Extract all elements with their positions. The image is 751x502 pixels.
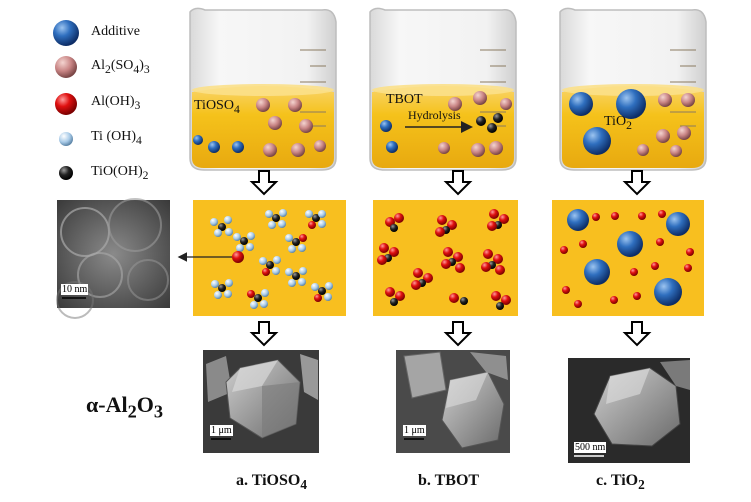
- down-arrow-icon: [249, 170, 652, 196]
- sem-image-c: [568, 358, 690, 463]
- sem-scale-a: 1 μm: [210, 425, 233, 436]
- caption-a: a. TiOSO4: [236, 472, 307, 493]
- down-arrow-icon: [249, 321, 652, 347]
- caption-b: b. TBOT: [418, 472, 480, 489]
- sem-image-a: [203, 350, 319, 453]
- beaker-a-label: TiOSO4: [194, 98, 240, 116]
- tem-image: [56, 198, 170, 319]
- legend-aloh3-label: Al(OH)3: [91, 94, 141, 112]
- legend-additive-sphere: [53, 20, 79, 46]
- legend-al2so43-sphere: [55, 56, 77, 78]
- legend-tioh4-label: Ti (OH)4: [91, 129, 142, 147]
- legend-tiooh2-sphere: [59, 166, 73, 180]
- legend-additive-label: Additive: [91, 24, 140, 39]
- beaker-c-label: TiO2: [604, 114, 632, 132]
- sem-scale-c: 500 nm: [574, 442, 607, 453]
- beaker-b: [369, 7, 517, 171]
- sem-image-b: [396, 350, 510, 453]
- sem-scale-b: 1 μm: [403, 425, 426, 436]
- beaker-a: [189, 7, 337, 171]
- beaker-c: [559, 7, 707, 171]
- caption-c: c. TiO2: [596, 472, 645, 493]
- legend-tiooh2-label: TiO(OH)2: [91, 164, 149, 182]
- beaker-b-hydrolysis-label: Hydrolysis: [408, 108, 461, 122]
- legend-aloh3-sphere: [55, 93, 77, 115]
- panel-c: [552, 200, 704, 316]
- panel-b: [373, 200, 518, 316]
- beaker-b-tbot-label: TBOT: [386, 92, 423, 107]
- tem-scale-label: 10 nm: [61, 284, 89, 295]
- alpha-al2o3-label: α-Al2O3: [86, 392, 164, 422]
- legend-symbols: [53, 20, 79, 180]
- legend-al2so43-label: Al2(SO4)3: [91, 58, 150, 76]
- legend-tioh4-sphere: [59, 132, 73, 146]
- panel-a: [177, 200, 346, 316]
